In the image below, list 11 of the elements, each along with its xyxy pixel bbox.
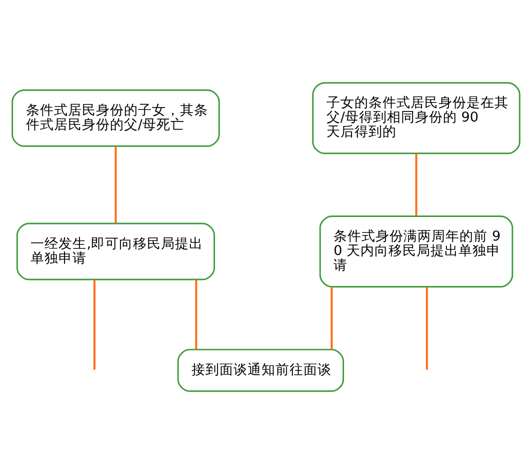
connector: [114, 146, 117, 224]
connector: [415, 154, 418, 216]
connector: [94, 280, 96, 370]
node-box: 子女的条件式居民身份是在其父/母得到相同身份的 90 天后得到的: [312, 82, 520, 154]
connector: [195, 280, 198, 350]
node-box: 条件式居民身份的子女，其条件式居民身份的父/母死亡: [12, 89, 220, 147]
connector: [330, 286, 333, 350]
connector: [426, 286, 428, 370]
node-box: 接到面谈通知前往面谈: [177, 348, 344, 392]
node-box: 条件式身份满两周年的前 90 天内向移民局提出单独申请: [319, 216, 514, 288]
node-box: 一经发生,即可向移民局提出单独申请: [16, 222, 216, 280]
